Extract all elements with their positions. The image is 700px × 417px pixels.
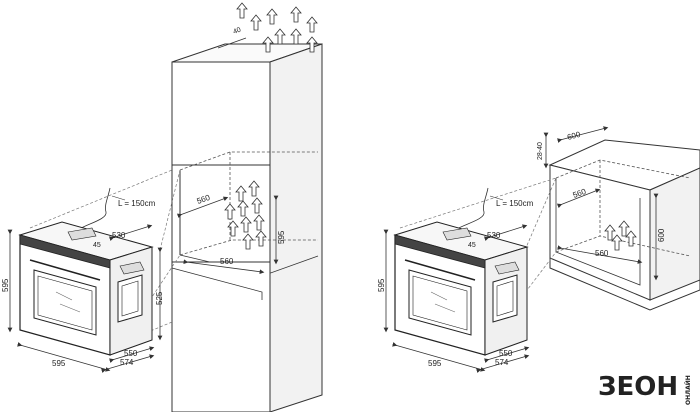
- right-niche-depth-label: 560: [572, 187, 588, 200]
- logo-main-text: ЗЕОН: [598, 372, 678, 402]
- right-oven-depth-bottom-1-label: 550: [499, 349, 513, 358]
- right-oven-angle-label: 45: [468, 242, 476, 249]
- left-niche-depth-label: 560: [196, 193, 212, 206]
- left-oven-depth-bottom-2-label: 574: [120, 358, 134, 367]
- left-niche-height-label: 595: [277, 230, 286, 244]
- right-oven-height-label: 595: [377, 278, 386, 292]
- right-niche-height-label: 600: [657, 228, 666, 242]
- right-cabinet-depth-label: 600: [566, 130, 582, 142]
- right-oven-width-label: 595: [428, 359, 442, 368]
- left-vent-gap-dim: 40: [217, 27, 247, 49]
- left-vent-gap-label: 40: [232, 27, 242, 36]
- right-oven-depth-top-label: 530: [487, 231, 501, 240]
- right-power-cable: L = 150cm: [451, 187, 534, 233]
- left-oven-panel-height-label: 525: [155, 291, 164, 305]
- left-power-cable: L = 150cm: [74, 187, 156, 233]
- left-oven-height-label: 595: [1, 278, 10, 292]
- left-niche-dims: 560 560 595: [176, 193, 286, 275]
- left-tall-cabinet: [171, 43, 323, 413]
- left-cable-label: L = 150cm: [118, 199, 156, 208]
- left-oven-depth-top-label: 530: [112, 231, 126, 240]
- right-niche-width-label: 560: [595, 249, 609, 258]
- left-niche-width-label: 560: [220, 257, 234, 266]
- left-oven-width-label: 595: [52, 359, 66, 368]
- right-oven-dims: 595 595 530 45 550 574: [377, 224, 530, 373]
- left-oven-dims: 595 595 530 45 525 550 574: [1, 224, 164, 373]
- left-oven-depth-bottom-1-label: 550: [124, 349, 138, 358]
- right-vent-gap-label: 28-40: [537, 142, 544, 160]
- right-cabinet-dims: 600 28-40 560 560 600: [537, 126, 666, 281]
- right-oven: [393, 221, 529, 356]
- logo-sub-text: ОНЛАЙН: [684, 375, 692, 405]
- left-oven-angle-label: 45: [93, 242, 101, 249]
- left-oven: [18, 221, 154, 356]
- right-oven-depth-bottom-2-label: 574: [495, 358, 509, 367]
- right-cable-label: L = 150cm: [496, 199, 534, 208]
- zeon-logo: ЗЕОН ОНЛАЙН: [598, 372, 692, 405]
